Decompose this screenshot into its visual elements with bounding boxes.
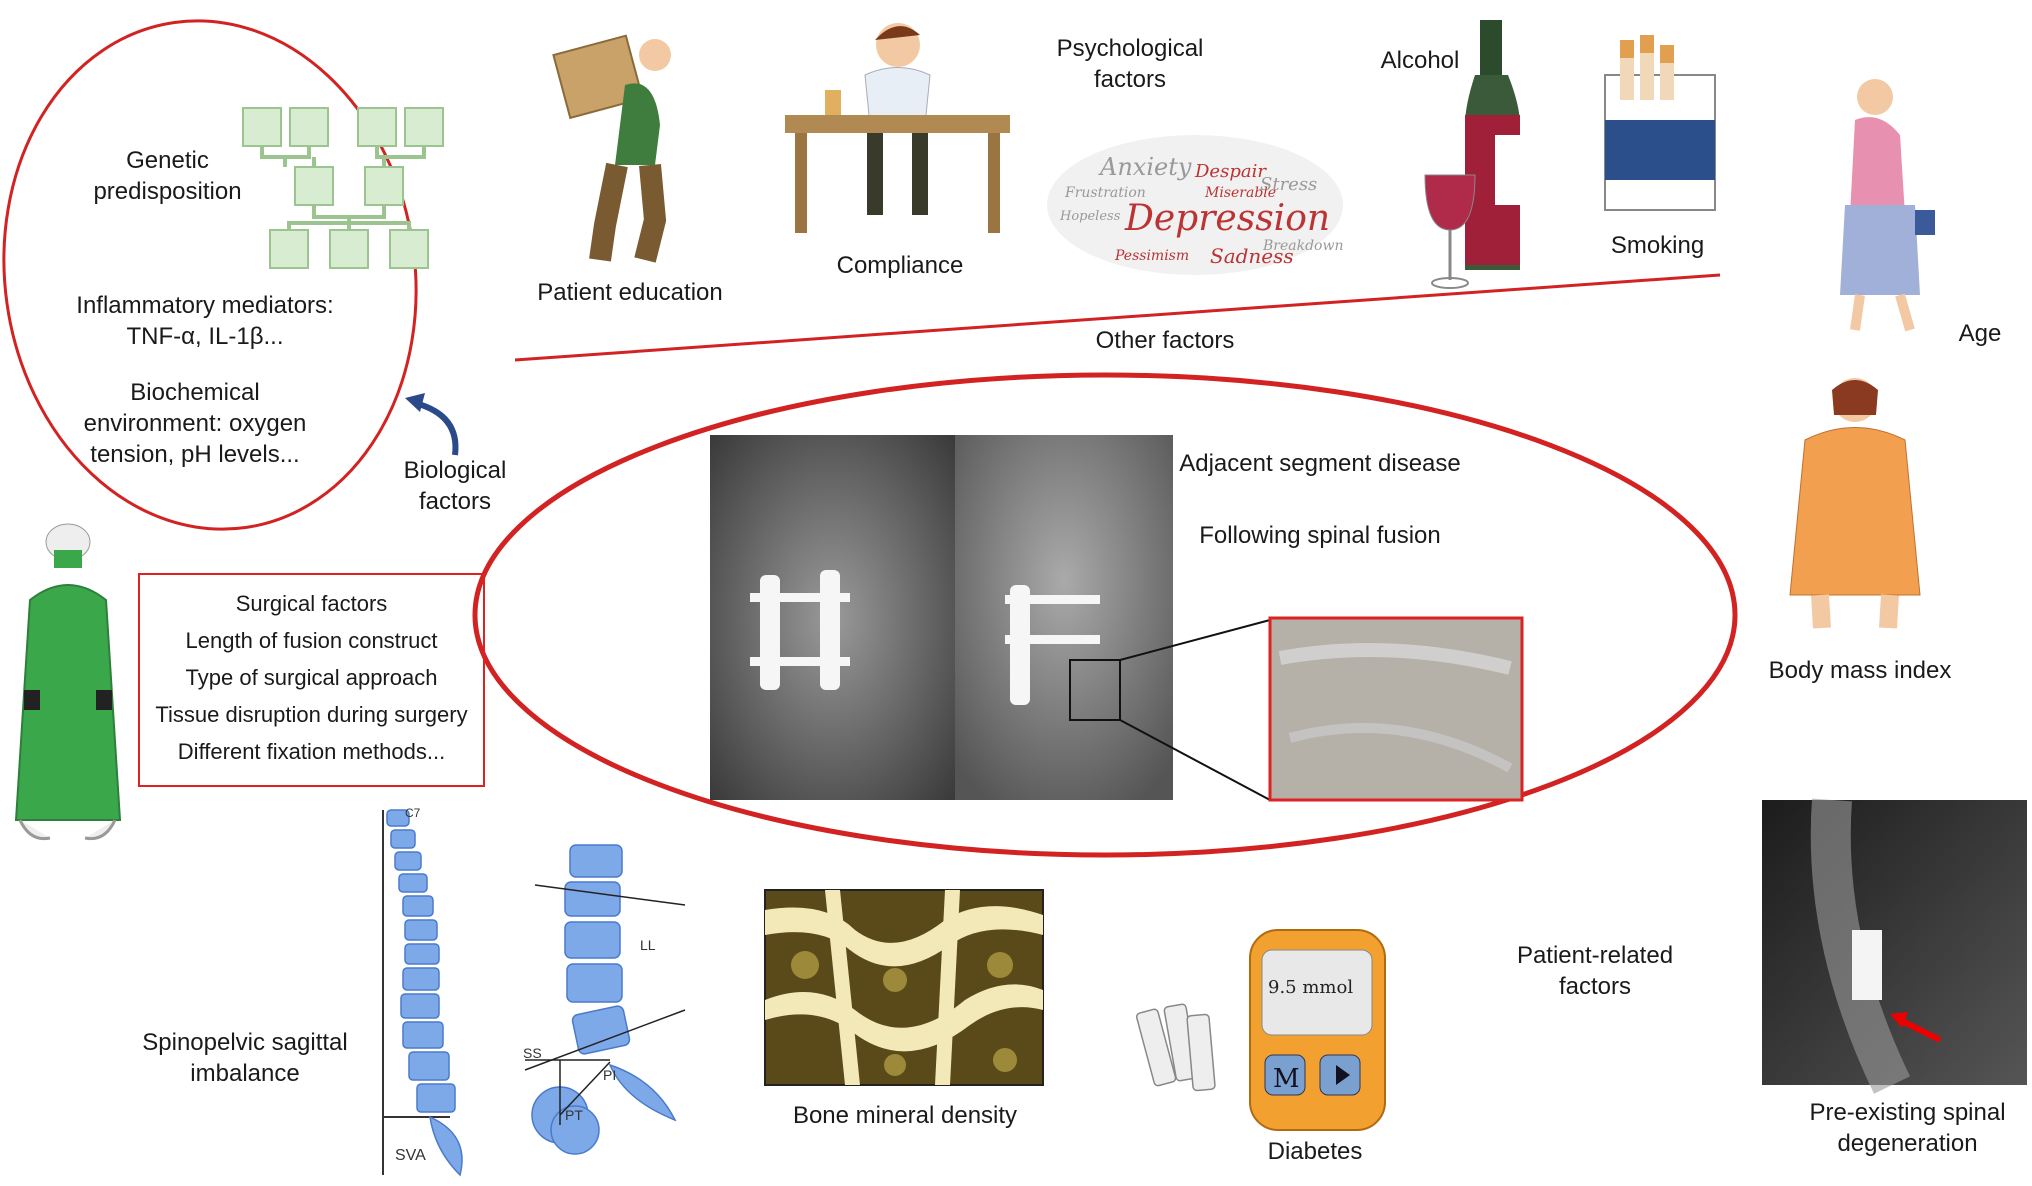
smoking-label: Smoking (1610, 232, 1705, 259)
surgical-item-tissue: Tissue disruption during surgery (155, 702, 468, 727)
xray-zoom-inset (1268, 616, 1524, 802)
glucose-reading: 9.5 mmol (1268, 977, 1353, 998)
svg-text:M: M (1273, 1064, 1300, 1094)
surgical-factors-box: Surgical factors Length of fusion constr… (138, 573, 485, 787)
biochem-line-1: Biochemical (130, 379, 260, 406)
inflammatory-mediators-label: Inflammatory mediators: TNF-α, IL-1β... (50, 290, 360, 352)
surgeon-icon (14, 523, 122, 841)
cigarette-pack-icon (1604, 35, 1716, 211)
genetic-predisposition-label: Genetic predisposition (93, 147, 242, 205)
patient-education-label: Patient education (537, 279, 723, 306)
wordcloud-word: Miserable (1204, 185, 1276, 201)
glucose-meter-icon: 9.5 mmol M (1135, 929, 1386, 1131)
depression-word-cloud: Anxiety Despair Stress Frustration Depre… (1047, 135, 1344, 275)
compliance-desk-icon (785, 23, 1010, 233)
surgical-item-length: Length of fusion construct (185, 628, 438, 653)
lumbar-xray-image (710, 435, 1173, 800)
preexisting-degeneration-label: Pre-existing spinal degeneration (1809, 1099, 2006, 1157)
wine-bottle-icon (1424, 20, 1520, 289)
sva-label: SVA (395, 1147, 426, 1164)
ll-label: LL (640, 937, 656, 953)
spine-sva-diagram: C7 SVA (382, 806, 463, 1177)
patient-carrying-box-icon (552, 34, 671, 263)
wordcloud-word: Breakdown (1262, 238, 1344, 254)
wordcloud-word: Depression (1124, 198, 1330, 239)
sagittal-imbalance-label: Spinopelvic sagittal imbalance (142, 1029, 348, 1087)
age-label: Age (1958, 320, 2002, 347)
wordcloud-word: Stress (1260, 174, 1317, 195)
wordcloud-word: Sadness (1210, 244, 1294, 268)
elderly-woman-icon (1840, 79, 1935, 332)
patient-related-factors-header: Patient-related factors (1516, 942, 1674, 1000)
diabetes-label: Diabetes (1267, 1138, 1363, 1165)
inflammatory-line-2: TNF-α, IL-1β... (126, 323, 284, 350)
obese-woman-icon (1789, 378, 1921, 629)
compliance-label: Compliance (836, 252, 964, 279)
wordcloud-word: Pessimism (1114, 248, 1189, 264)
biochem-line-2: environment: oxygen (83, 410, 307, 437)
biochem-line-3: tension, pH levels... (90, 441, 300, 468)
c7-label: C7 (405, 806, 421, 820)
wordcloud-word: Frustration (1064, 185, 1146, 201)
center-title: Adjacent segment disease (1179, 450, 1461, 477)
wordcloud-word: Despair (1194, 161, 1267, 182)
center-subtitle: Following spinal fusion (1199, 522, 1441, 549)
psychological-factors-label: Psychological factors (1056, 35, 1204, 93)
bone-mineral-density-label: Bone mineral density (792, 1102, 1018, 1129)
spinopelvic-parameters-diagram: LL SS PI PT (523, 844, 686, 1155)
other-factors-header: Other factors (1095, 327, 1235, 354)
alcohol-label: Alcohol (1380, 47, 1460, 74)
pi-label: PI (603, 1067, 616, 1083)
surgical-item-approach: Type of surgical approach (185, 665, 438, 690)
family-tree-icon (242, 107, 444, 269)
surgical-factors-header: Surgical factors (235, 591, 388, 616)
cervical-xray-image (1762, 798, 2027, 1094)
pt-label: PT (565, 1107, 583, 1123)
wordcloud-word: Hopeless (1059, 209, 1121, 224)
wordcloud-word: Anxiety (1098, 153, 1192, 181)
biological-factors-header: Biological factors (403, 457, 507, 515)
body-mass-index-label: Body mass index (1768, 657, 1952, 684)
inflammatory-line-1: Inflammatory mediators: (76, 292, 334, 319)
surgical-item-fixation: Different fixation methods... (177, 739, 446, 764)
biochemical-environment-label: Biochemical environment: oxygen tension,… (50, 377, 340, 470)
ss-label: SS (523, 1045, 542, 1061)
bone-density-image (764, 889, 1044, 1086)
